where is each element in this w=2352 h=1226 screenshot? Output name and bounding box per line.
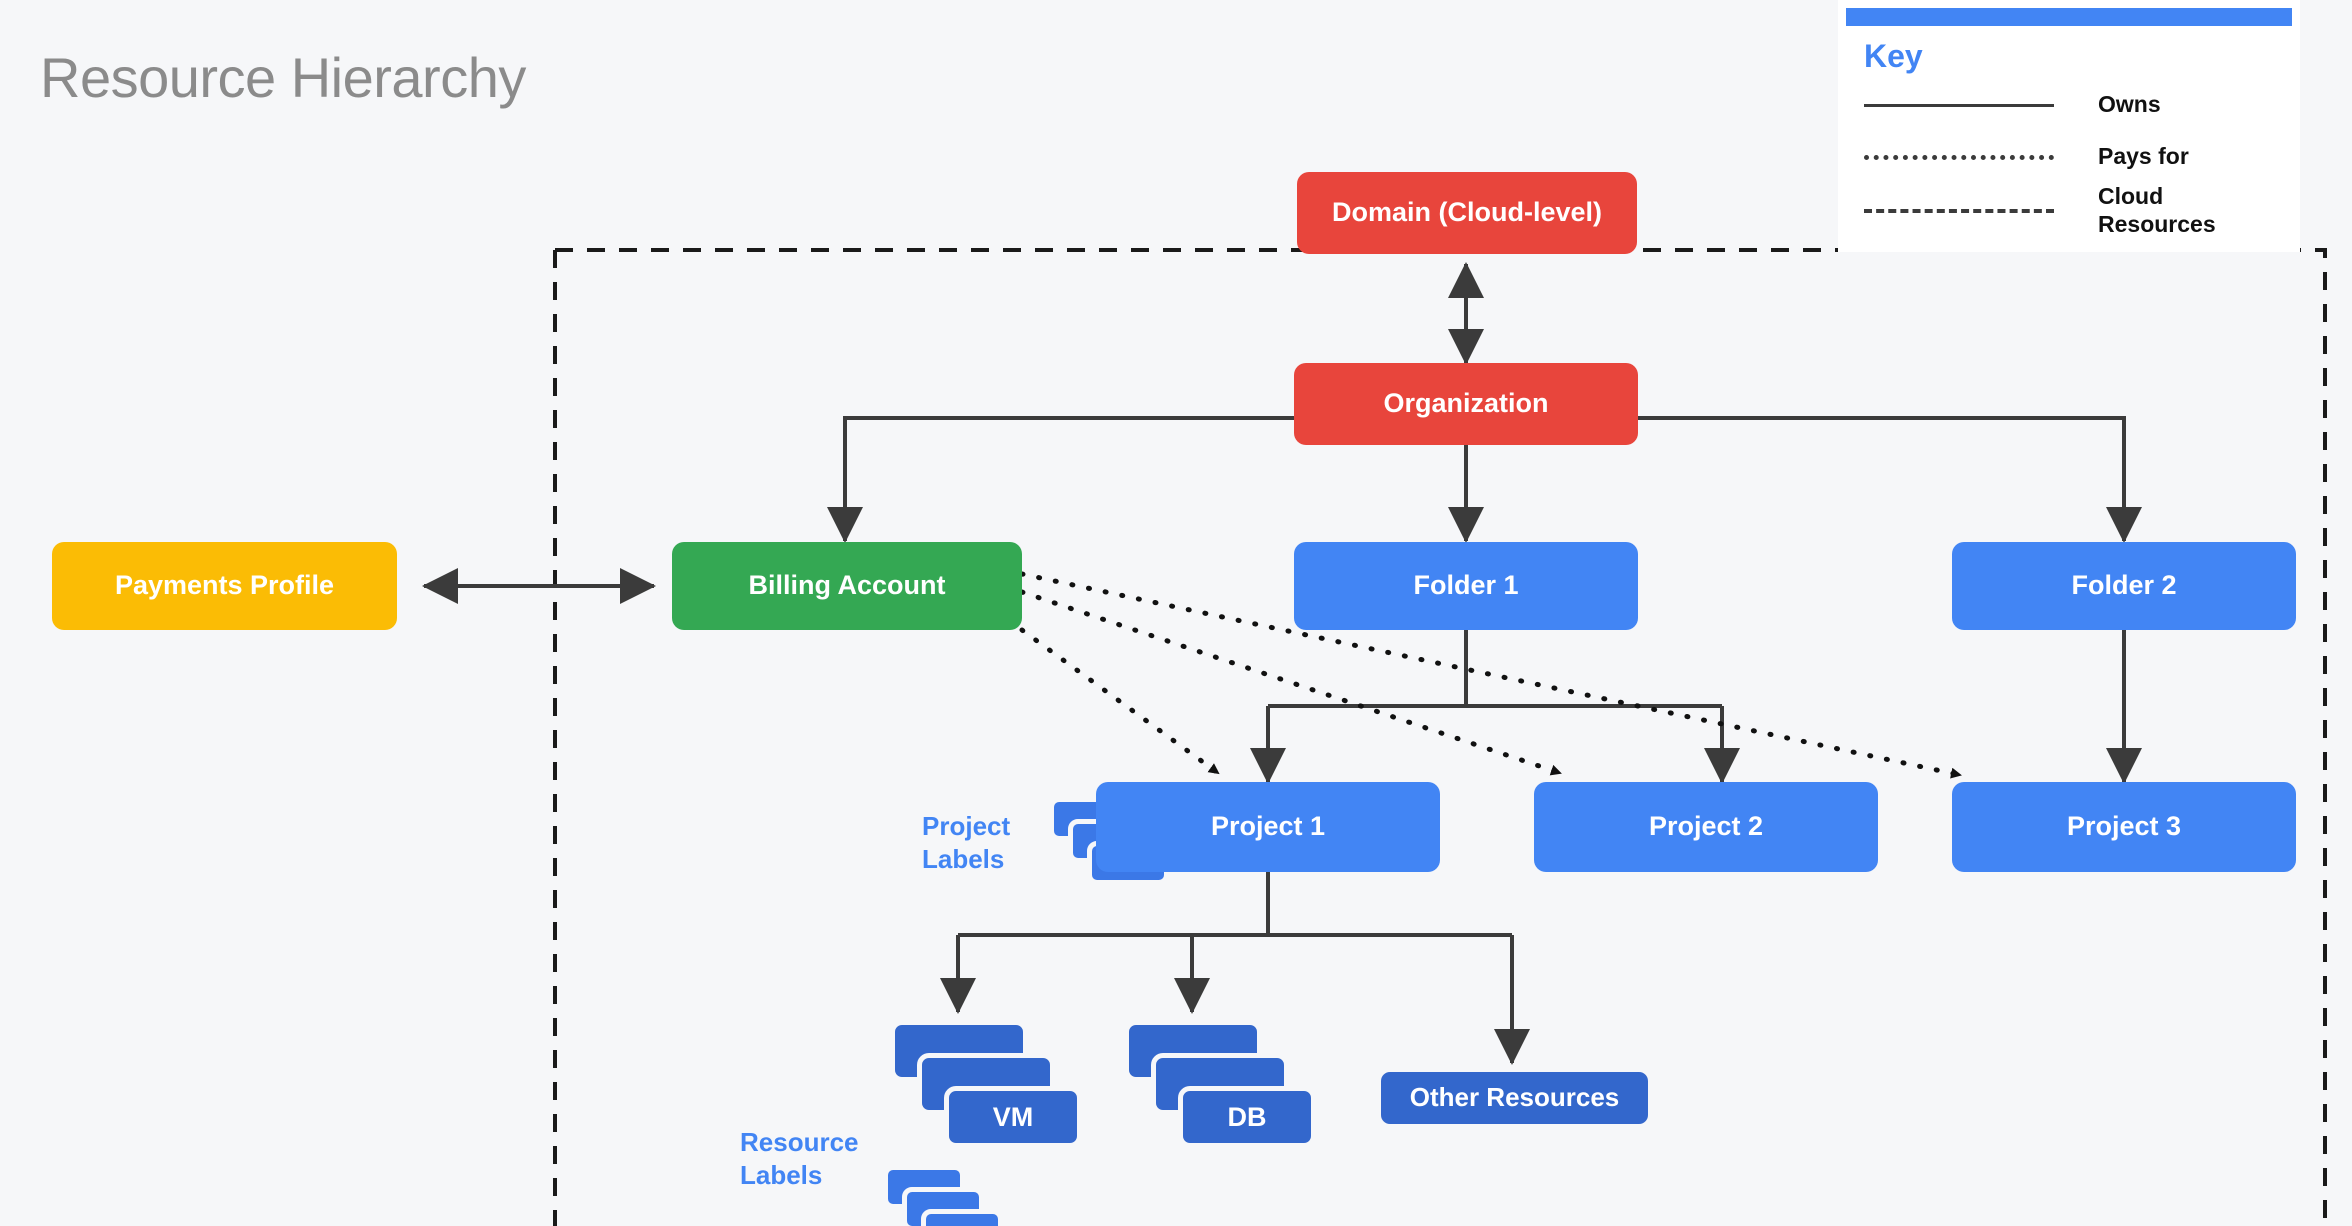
legend-panel: Key Owns Pays for Cloud Resources [1838, 0, 2300, 253]
edge-organization-billing [827, 416, 1294, 543]
legend-item-cloud-resources: Cloud Resources [1838, 183, 2300, 238]
node-organization-label: Organization [1383, 388, 1549, 419]
project-labels-line-1: Project [922, 811, 1011, 841]
node-billing-account-label: Billing Account [748, 570, 946, 601]
project-labels-line-2: Labels [922, 843, 1005, 874]
node-billing-account[interactable]: Billing Account [672, 542, 1022, 630]
node-project-3-label: Project 3 [2066, 811, 2182, 842]
legend-solid-line-icon [1864, 103, 2054, 107]
node-other-resources-label: Other Resources [1409, 1082, 1620, 1113]
node-folder-1[interactable]: Folder 1 [1294, 542, 1638, 630]
node-db-label: DB [1227, 1101, 1267, 1132]
page-title: Resource Hierarchy [40, 46, 526, 109]
resource-label-tag-icon [921, 1209, 1003, 1226]
resource-labels-line-2: Labels [740, 1159, 823, 1190]
node-organization[interactable]: Organization [1294, 363, 1638, 445]
node-payments-profile[interactable]: Payments Profile [52, 542, 397, 630]
node-project-2-label: Project 2 [1648, 811, 1764, 842]
legend-item-owns: Owns [1838, 79, 2300, 131]
node-other-resources[interactable]: Other Resources [1376, 1067, 1653, 1129]
node-folder-1-label: Folder 1 [1413, 570, 1519, 601]
legend-title: Key [1864, 38, 1923, 74]
node-folder-2-label: Folder 2 [2071, 570, 2177, 601]
node-project-1[interactable]: Project 1 [1096, 782, 1440, 872]
db-card-front[interactable]: DB [1178, 1086, 1316, 1148]
node-project-1-label: Project 1 [1210, 811, 1326, 842]
edge-folder1-branch [1268, 630, 1722, 708]
node-project-3[interactable]: Project 3 [1952, 782, 2296, 872]
edge-billing-pays-project1 [1019, 627, 1221, 776]
legend-item-pays-for: Pays for [1838, 131, 2300, 183]
node-domain[interactable]: Domain (Cloud-level) [1297, 172, 1637, 254]
edge-organization-folder2 [1638, 416, 2142, 543]
node-db[interactable]: DB [1124, 1020, 1339, 1180]
node-vm-label: VM [992, 1101, 1034, 1132]
resource-labels-annotation: Resource Labels [740, 1126, 930, 1191]
vm-card-front[interactable]: VM [944, 1086, 1082, 1148]
edge-project1-branch [958, 872, 1512, 937]
legend-accent-bar [1846, 8, 2292, 26]
project-labels-annotation: Project Labels [922, 810, 1092, 875]
node-domain-label: Domain (Cloud-level) [1331, 197, 1602, 228]
node-payments-profile-label: Payments Profile [114, 570, 335, 601]
legend-item-pays-for-label: Pays for [2098, 143, 2189, 170]
node-folder-2[interactable]: Folder 2 [1952, 542, 2296, 630]
resource-labels-line-1: Resource [740, 1127, 859, 1157]
legend-item-owns-label: Owns [2098, 91, 2161, 118]
legend-dashed-line-icon [1864, 208, 2054, 213]
node-project-2[interactable]: Project 2 [1534, 782, 1878, 872]
legend-dotted-line-icon [1864, 154, 2054, 160]
legend-item-cloud-resources-label: Cloud Resources [2098, 183, 2216, 237]
